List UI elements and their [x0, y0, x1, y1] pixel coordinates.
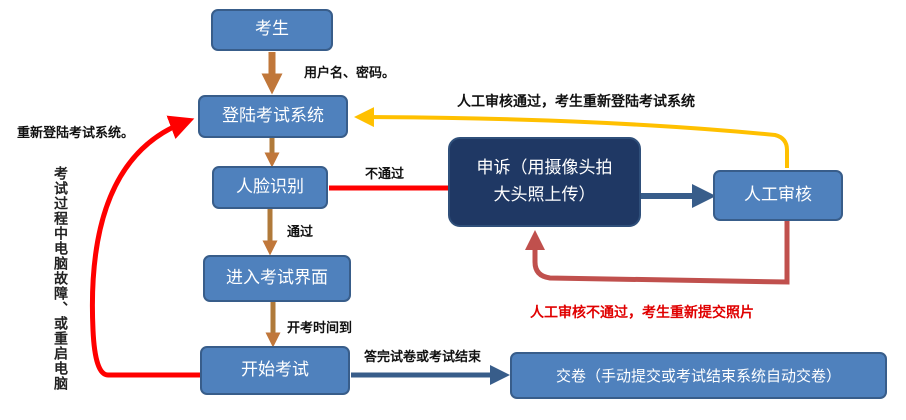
node-login: 登陆考试系统	[198, 95, 348, 138]
label-finish: 答完试卷或考试结束	[364, 350, 482, 365]
appeal-line1: 申诉（用摄像头拍	[476, 157, 613, 178]
label-not-pass: 不通过	[365, 167, 405, 182]
label-relogin: 重新登陆考试系统。	[17, 126, 135, 141]
appeal-line2: 大头照上传）	[493, 185, 596, 205]
label-review-fail: 人工审核不通过，考生重新提交照片	[530, 305, 754, 321]
label-failure: 考试过程中电脑故障、或重启电脑	[52, 166, 68, 391]
node-appeal: 申诉（用摄像头拍 大头照上传）	[448, 137, 641, 227]
node-manual-review: 人工审核	[713, 170, 843, 221]
arrow-review-fail	[525, 221, 790, 285]
label-review-pass: 人工审核通过，考生重新登陆考试系统	[457, 94, 695, 110]
node-candidate: 考生	[211, 9, 333, 51]
label-exam-time: 开考时间到	[287, 321, 353, 336]
node-submit: 交卷（手动提交或考试结束系统自动交卷）	[510, 352, 887, 399]
label-pass: 通过	[287, 225, 314, 240]
node-start-exam: 开始考试	[200, 346, 350, 395]
node-enter-exam: 进入考试界面	[203, 255, 351, 302]
arrow-review-pass	[354, 107, 789, 168]
label-credentials: 用户名、密码。	[304, 66, 396, 81]
arrow-relogin	[89, 115, 200, 378]
node-face-recognition: 人脸识别	[212, 166, 328, 209]
